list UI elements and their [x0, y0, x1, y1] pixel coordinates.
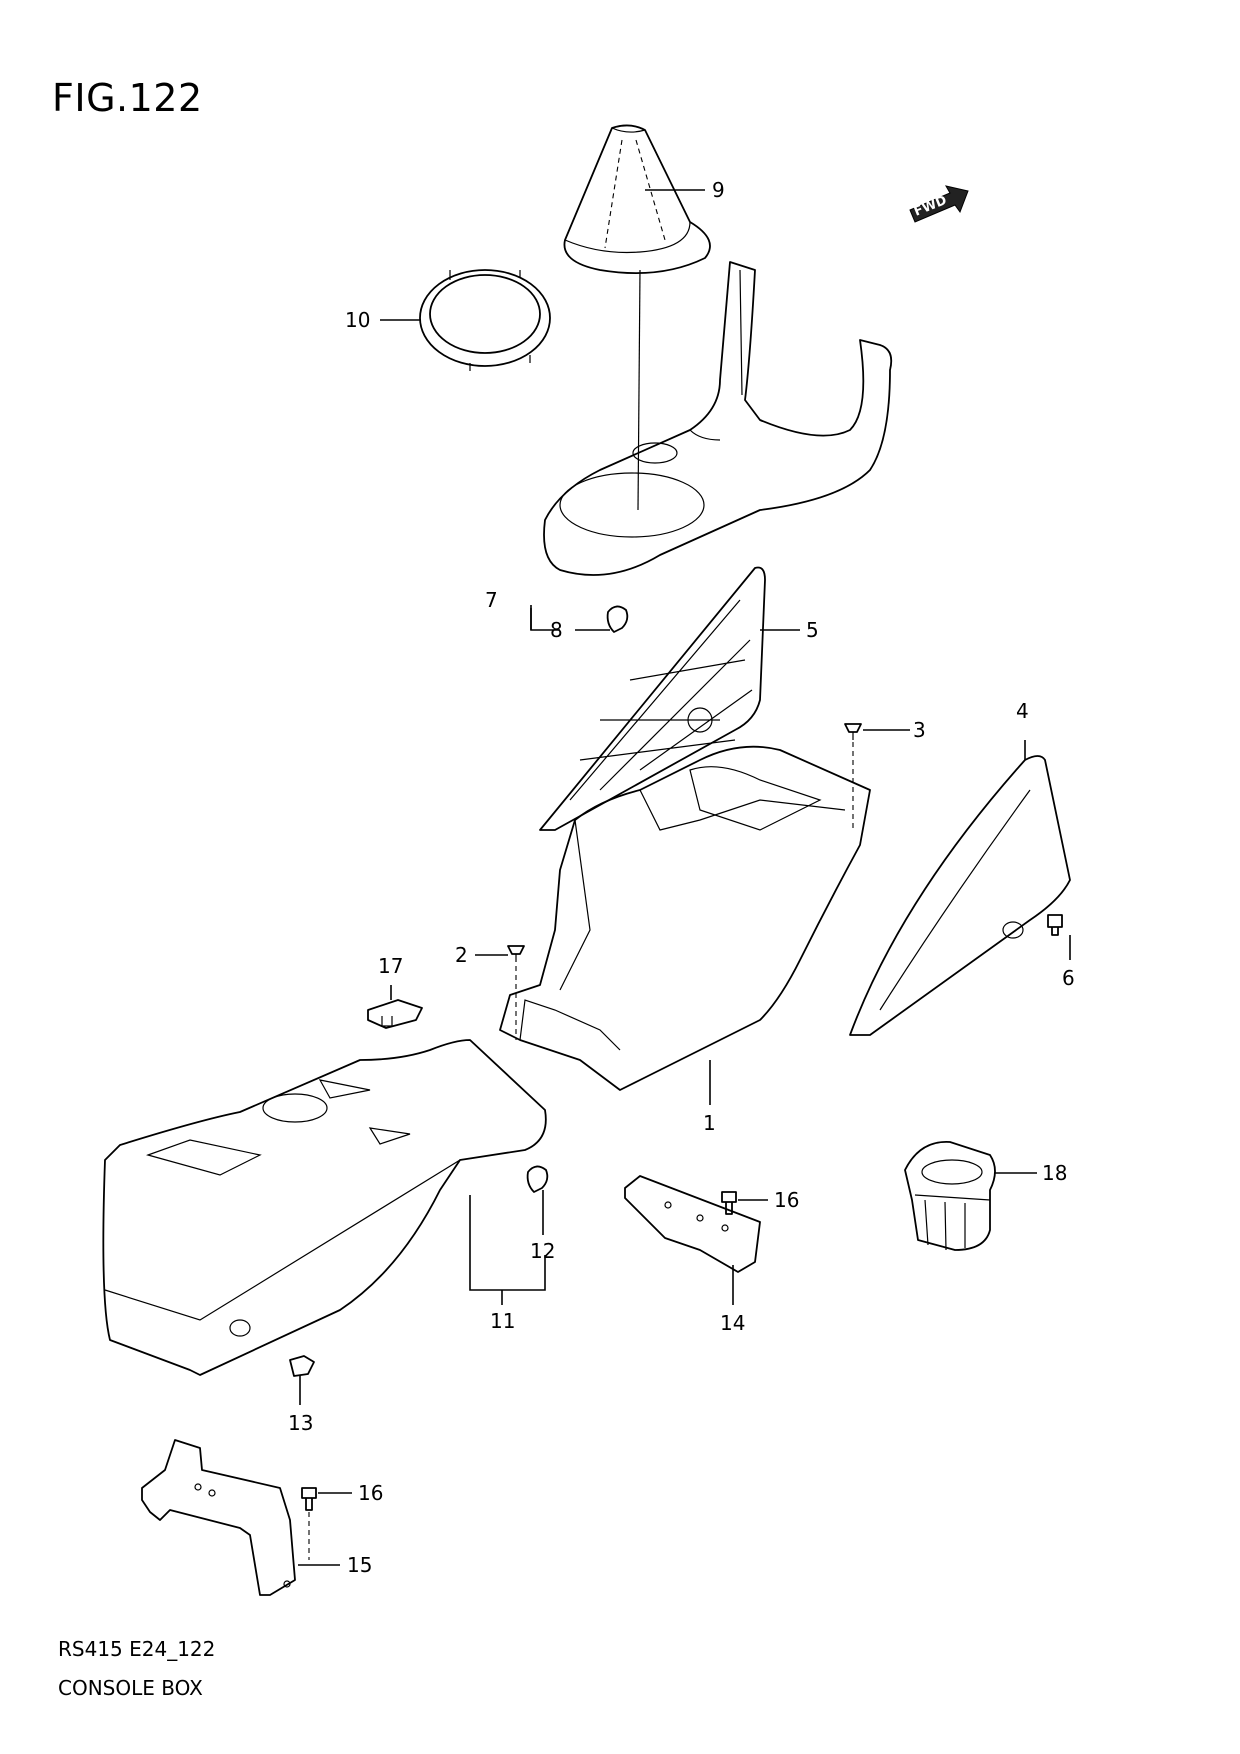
- part-4-side-cover: [849, 755, 1071, 1036]
- part-8-clip: [606, 605, 629, 633]
- part-6-push-clip: [1047, 914, 1063, 936]
- callout-3: 3: [913, 718, 926, 742]
- part-12-clip: [526, 1165, 549, 1193]
- diagram-code: RS415 E24_122: [58, 1637, 216, 1661]
- callout-18: 18: [1042, 1161, 1067, 1185]
- part-11-rear-console: [102, 1039, 547, 1376]
- part-16-bolt-upper: [721, 1191, 737, 1215]
- part-2-screw: [507, 945, 525, 1040]
- callout-13: 13: [288, 1411, 313, 1435]
- part-10-trim-ring: [419, 269, 551, 371]
- callout-leaders: [298, 189, 1071, 1566]
- callout-8: 8: [550, 618, 563, 642]
- callout-2: 2: [455, 943, 468, 967]
- part-14-bracket: [624, 1175, 761, 1273]
- part-13-push-clip: [289, 1355, 315, 1377]
- part-1-console-box: [499, 745, 871, 1091]
- part-5-side-panel: [539, 566, 766, 831]
- part-18-socket: [904, 1141, 996, 1251]
- callout-15: 15: [347, 1553, 372, 1577]
- callout-6: 6: [1062, 966, 1075, 990]
- callout-4: 4: [1016, 699, 1029, 723]
- callout-7: 7: [485, 588, 498, 612]
- callout-16-upper: 16: [774, 1188, 799, 1212]
- part-15-bracket: [141, 1439, 296, 1596]
- part-17-cap: [367, 999, 423, 1029]
- forward-direction-arrow: FWD: [909, 185, 969, 223]
- callout-1: 1: [703, 1111, 716, 1135]
- part-16-bolt-lower: [301, 1487, 317, 1560]
- callout-10: 10: [345, 308, 370, 332]
- callout-17: 17: [378, 954, 403, 978]
- part-9-shift-boot: [563, 124, 711, 511]
- callout-numbers: 9 10 7 8 5 4 3 6 2 17 1 18 16 12 11 14 1…: [288, 178, 1075, 1577]
- callout-12: 12: [530, 1239, 555, 1263]
- callout-16-lower: 16: [358, 1481, 383, 1505]
- diagram-caption: CONSOLE BOX: [58, 1676, 203, 1700]
- figure-title: FIG.122: [52, 76, 203, 120]
- part-3-screw: [844, 723, 862, 830]
- callout-5: 5: [806, 618, 819, 642]
- callout-14: 14: [720, 1311, 745, 1335]
- part-7-console-panel: [543, 261, 893, 576]
- callout-11: 11: [490, 1309, 515, 1333]
- callout-9: 9: [712, 178, 725, 202]
